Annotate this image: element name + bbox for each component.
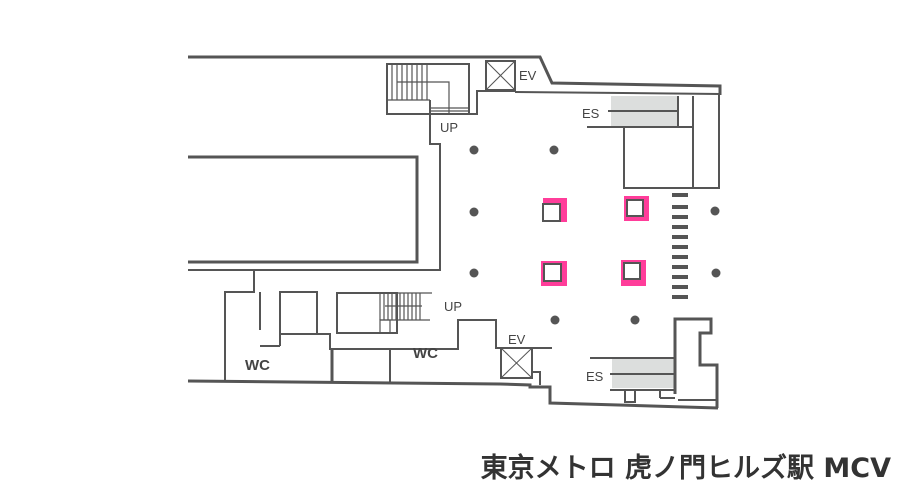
highlighted-columns bbox=[541, 196, 649, 286]
left-block bbox=[188, 155, 419, 264]
outer-wall-bottom bbox=[187, 379, 719, 410]
corridor-wall bbox=[188, 100, 441, 271]
outer-wall-top bbox=[188, 55, 722, 95]
pillars bbox=[469, 145, 721, 325]
gate-markers bbox=[672, 193, 688, 299]
up-label-bottom: UP bbox=[444, 299, 462, 314]
ev-label-bottom: EV bbox=[508, 332, 526, 347]
stairs-bottom bbox=[336, 292, 432, 334]
inner-wall-top bbox=[514, 91, 721, 95]
es-label-top: ES bbox=[582, 106, 600, 121]
es-label-bottom: ES bbox=[586, 369, 604, 384]
up-label-top: UP bbox=[440, 120, 458, 135]
ev-label-top: EV bbox=[519, 68, 537, 83]
elevator-bottom bbox=[500, 347, 533, 379]
wc-label-left: WC bbox=[245, 357, 270, 374]
station-title: 東京メトロ 虎ノ門ヒルズ駅 MCV bbox=[480, 453, 891, 484]
wc-label-right: WC bbox=[413, 345, 438, 362]
elevator-top bbox=[485, 60, 516, 91]
stairs-top bbox=[386, 63, 470, 115]
